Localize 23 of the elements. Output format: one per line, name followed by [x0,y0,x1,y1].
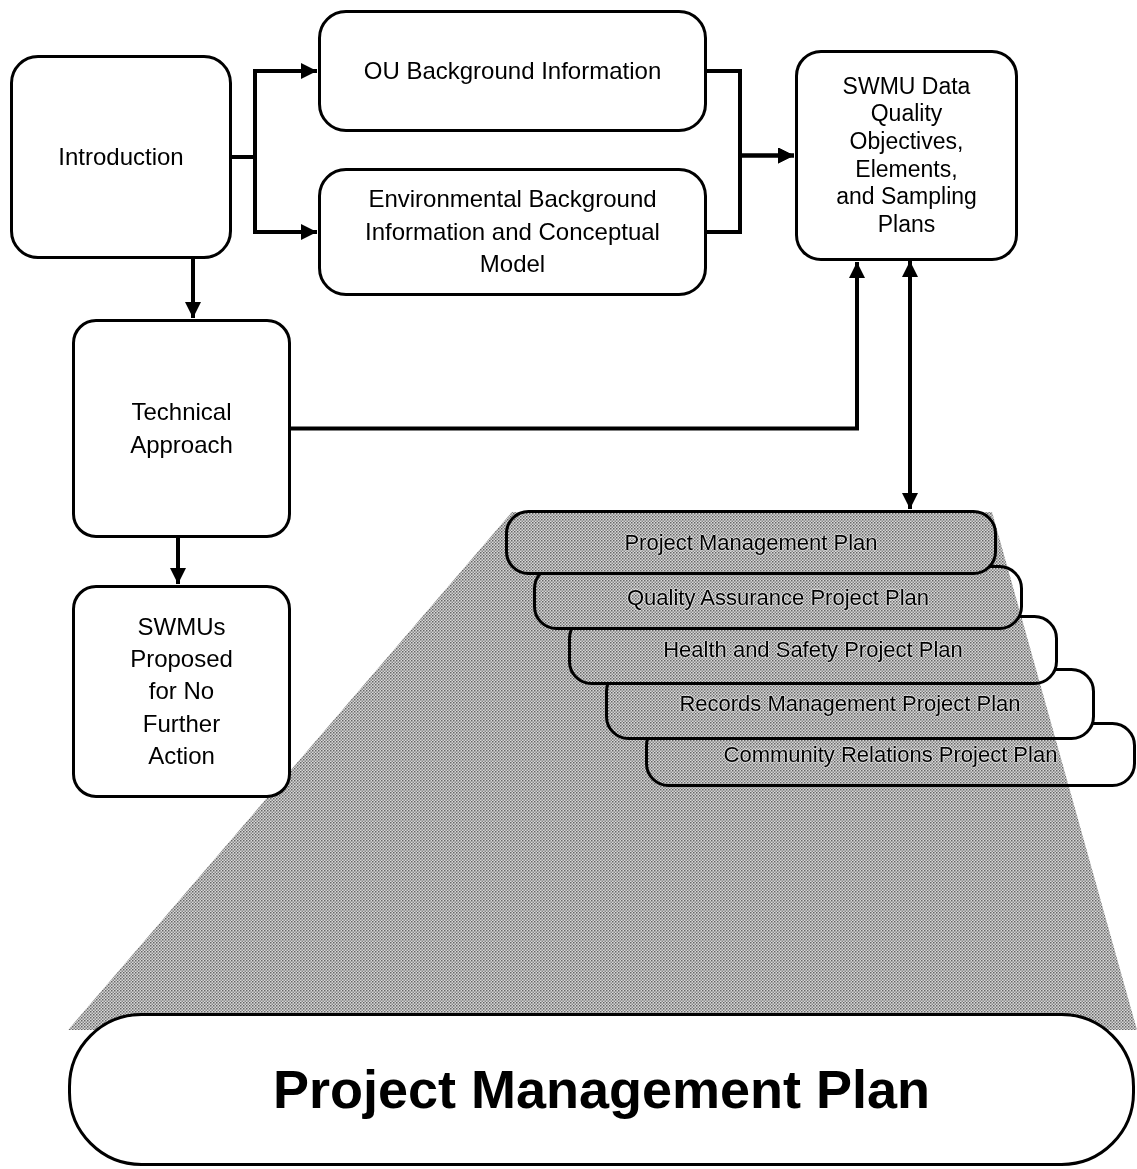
process-box [72,319,291,538]
box-label: Community Relations Project Plan [722,740,1059,769]
arrow [707,147,794,234]
box-label: SWMU Data Quality Objectives, Elements, and Sampling Plans [835,72,978,239]
box-label: Introduction [57,141,185,172]
process-box [10,55,232,259]
box-label: SWMUs Proposed for No Further Action [129,611,234,772]
box-label: Technical Approach [129,397,234,460]
box-label: Project Management Plan [623,528,879,557]
box-label: Records Management Project Plan [678,690,1022,719]
box-label: Environmental Background Information and Conceptual Model [364,184,661,280]
process-box [72,585,291,798]
arrow [185,259,201,318]
box-label: Project Management Plan [271,1058,932,1122]
arrow [291,262,865,431]
box-label: Quality Assurance Project Plan [625,583,930,612]
process-box [318,10,707,132]
arrow [170,538,186,584]
box-label: Health and Safety Project Plan [662,636,964,665]
process-box [318,168,707,296]
process-box [795,50,1018,261]
arrow [902,261,918,509]
box-label: OU Background Information [362,55,663,86]
